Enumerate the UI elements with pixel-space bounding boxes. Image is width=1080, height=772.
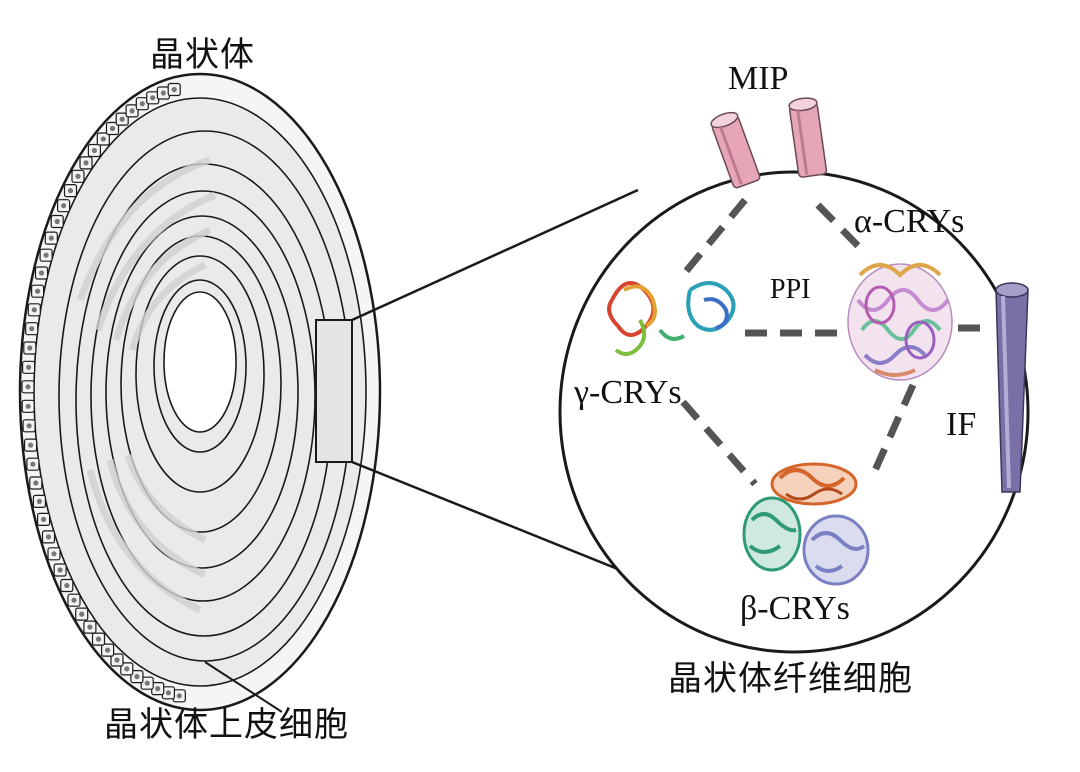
epithelial-cell-nucleus <box>51 551 57 557</box>
epithelial-cell-nucleus <box>61 203 67 209</box>
epithelial-cell-nucleus <box>160 90 166 96</box>
epithelial-cell-nucleus <box>71 597 77 603</box>
epithelial-cell-nucleus <box>48 235 54 241</box>
epithelial-cell-nucleus <box>100 136 106 142</box>
epithelial-cell-nucleus <box>129 108 135 114</box>
epithelial-cell-nucleus <box>171 86 177 93</box>
lens-epithelial-cells-label: 晶状体上皮细胞 <box>104 705 349 745</box>
epithelial-cell-nucleus <box>105 647 111 653</box>
epithelial-cell-nucleus <box>54 218 60 225</box>
epithelial-cell-nucleus <box>95 636 102 642</box>
epithelial-cell-nucleus <box>28 442 34 448</box>
zoom-region-box <box>315 319 353 463</box>
epithelial-cell-nucleus <box>91 147 97 154</box>
epithelial-cell-nucleus <box>87 624 93 630</box>
epithelial-cell-nucleus <box>124 666 130 672</box>
epithelial-cell-nucleus <box>144 680 150 686</box>
epithelial-cell-nucleus <box>176 693 182 699</box>
epithelial-cell-nucleus <box>30 461 36 467</box>
epithelial-cell-nucleus <box>41 516 47 523</box>
alpha-crystallin-icon <box>847 263 953 381</box>
epithelial-cell-nucleus <box>26 364 32 370</box>
gamma-crys-label: γ-CRYs <box>574 374 682 411</box>
epithelial-cell-nucleus <box>75 173 81 179</box>
epithelial-cell-nucleus <box>134 674 140 680</box>
lens-title: 晶状体 <box>150 35 255 75</box>
epithelial-cell-nucleus <box>29 326 35 332</box>
epithelial-pointer-line <box>204 661 283 713</box>
ppi-label: PPI <box>770 274 811 305</box>
epithelial-cell-nucleus <box>33 480 39 486</box>
epithelial-cell-nucleus <box>25 403 31 409</box>
alpha-crys-label: α-CRYs <box>854 203 965 240</box>
epithelial-cell-row <box>21 82 186 703</box>
interaction-dashes <box>680 197 992 487</box>
mip-channel-icon <box>710 97 828 189</box>
lens-fiber-cells-label: 晶状体纤维细胞 <box>668 659 913 699</box>
intermediate-filament-icon <box>995 282 1029 493</box>
epithelial-cell-nucleus <box>114 657 120 663</box>
epithelial-cell-nucleus <box>109 125 116 132</box>
mip-label: MIP <box>728 60 789 97</box>
lens-body <box>18 72 382 712</box>
zoom-line-bottom <box>351 460 641 580</box>
if-label: IF <box>946 406 977 443</box>
epithelial-cell-nucleus <box>83 160 89 166</box>
epithelial-cell-nucleus <box>36 498 43 504</box>
gamma-crystallin-icon <box>607 280 736 356</box>
epithelial-cell-nucleus <box>57 567 63 573</box>
zoom-line-top <box>351 188 639 322</box>
epithelial-cell-nucleus <box>79 611 85 617</box>
epithelial-cell-nucleus <box>150 95 156 101</box>
epithelial-cell-nucleus <box>45 534 52 540</box>
beta-crys-label: β-CRYs <box>740 590 850 627</box>
epithelial-cell-nucleus <box>31 307 37 313</box>
epithelial-cell-nucleus <box>139 101 145 107</box>
epithelial-cell-nucleus <box>165 690 171 696</box>
epithelial-cell-nucleus <box>35 288 41 294</box>
epithelial-cell-nucleus <box>67 188 74 194</box>
epithelial-cell-nucleus <box>26 423 32 429</box>
epithelial-cell-nucleus <box>155 686 161 692</box>
epithelial-cell-nucleus <box>25 384 31 390</box>
epithelial-cell-nucleus <box>38 270 45 276</box>
epithelial-cell-nucleus <box>43 252 49 258</box>
epithelial-cell-nucleus <box>119 116 125 122</box>
epithelial-cell-nucleus <box>64 582 70 589</box>
beta-crystallin-icon <box>742 462 870 586</box>
epithelial-cell-nucleus <box>27 345 33 351</box>
